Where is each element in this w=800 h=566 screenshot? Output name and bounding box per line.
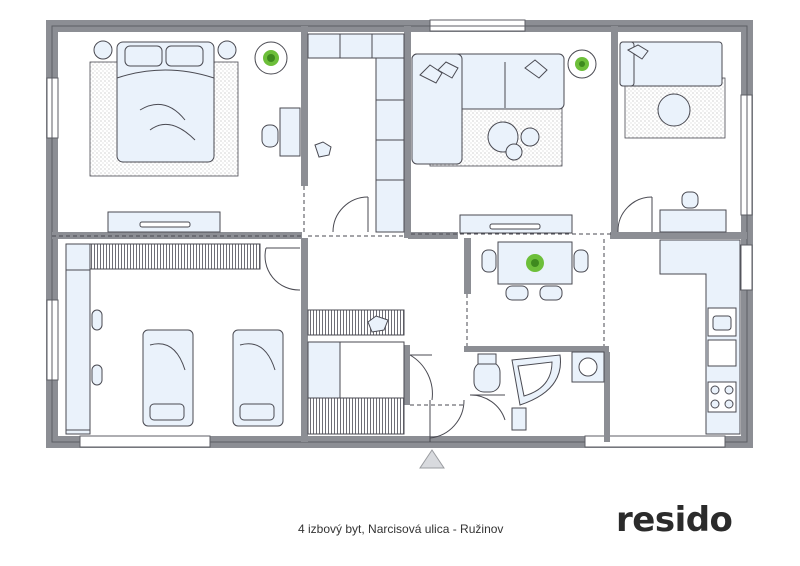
bedroom-2 [619,41,727,233]
doors [264,196,653,442]
door-swing-icon [429,399,465,442]
window-icon [584,435,726,448]
plan-caption: 4 izbový byt, Narcisová ulica - Ružinov [298,522,504,536]
door-swing-icon [409,354,433,401]
hall-wardrobe [307,33,405,233]
door-swing-icon [332,196,369,233]
resido-logo: resido [616,500,733,540]
bed-icon [116,41,215,163]
interior-walls [52,26,747,442]
window-icon [79,435,211,448]
bed-icon [142,329,194,427]
dining [481,241,589,301]
bed-icon [232,329,284,427]
entrance-arrow-icon [419,449,445,469]
windows [46,19,753,448]
living-room [411,49,597,234]
window-icon [740,244,753,291]
plant-icon [567,49,597,79]
door-swing-icon [469,394,506,421]
bathroom [473,351,605,431]
kitchen [659,239,741,435]
hallway [307,309,405,435]
door-swing-icon [264,247,301,291]
plant-icon [526,254,544,272]
bedroom-3 [65,243,284,435]
openings [52,186,611,406]
bedroom-1 [89,40,301,233]
plant-icon [254,41,288,75]
door-swing-icon [617,196,653,233]
